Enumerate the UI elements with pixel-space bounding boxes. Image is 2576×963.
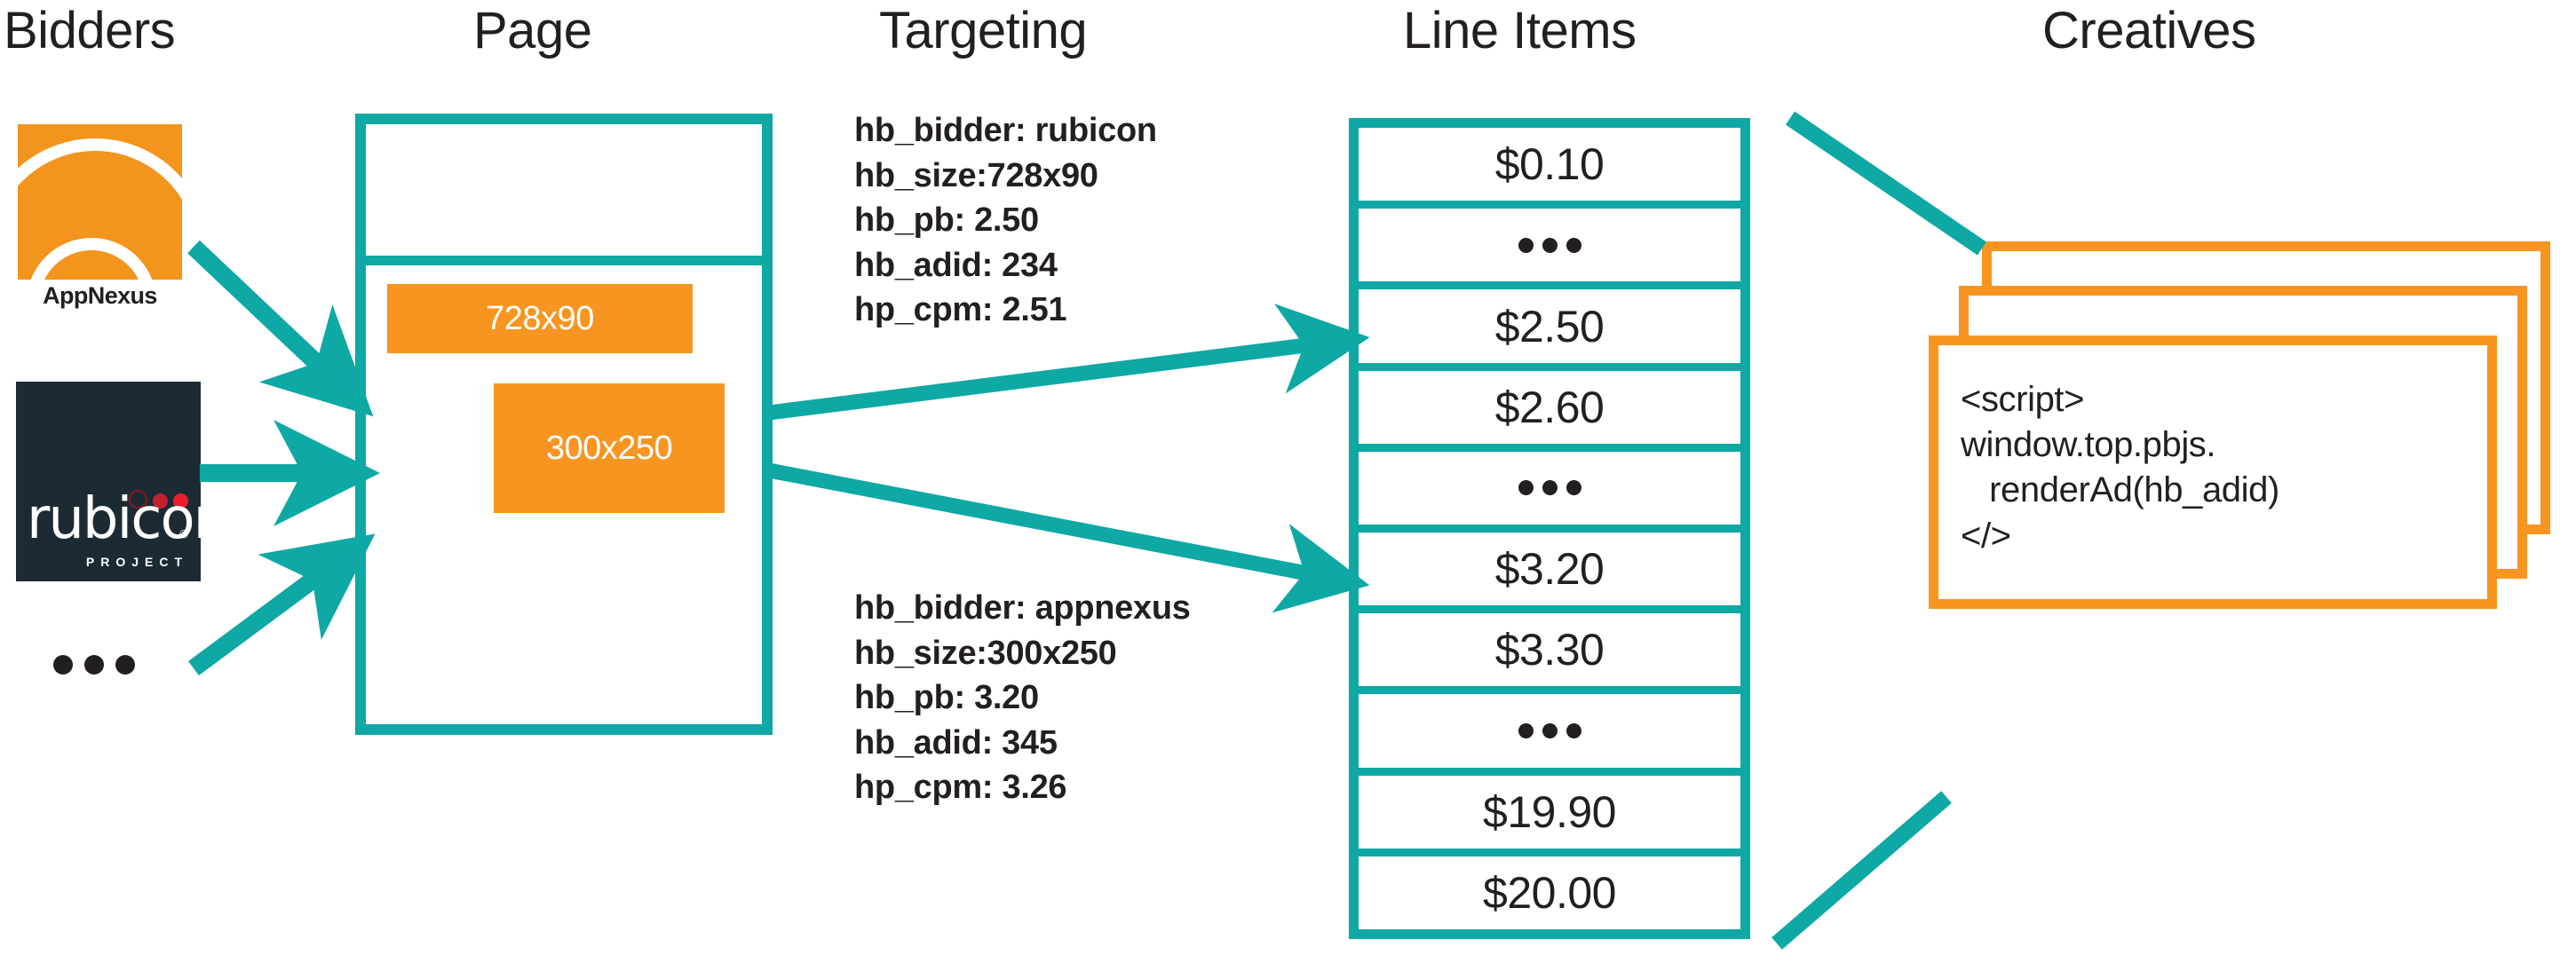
targeting-line-hb-bidder: hb_bidder: rubicon	[854, 112, 1157, 149]
line-item-row[interactable]: $2.60	[1359, 371, 1740, 452]
ad-slot-300x250[interactable]: 300x250	[494, 383, 725, 513]
appnexus-logo	[18, 124, 182, 280]
line-item-row-ellipsis	[1359, 452, 1740, 533]
rubicon-dots-icon	[123, 490, 188, 513]
creative-snippet-code: <script> window.top.pbjs. renderAd(hb_ad…	[1961, 380, 2279, 556]
arrow-page-to-line-item-320	[767, 462, 1370, 613]
line-item-row[interactable]: $19.90	[1359, 776, 1740, 856]
page-header-divider	[355, 256, 773, 265]
targeting-line-hb-size: hb_size:300x250	[854, 634, 1117, 672]
registered-mark-icon: ®	[179, 527, 188, 541]
targeting-line-hb-adid: hb_adid: 234	[854, 246, 1058, 284]
column-header-creatives: Creatives	[2042, 2, 2256, 59]
line-item-row[interactable]: $3.20	[1359, 533, 1740, 614]
targeting-line-hp-cpm: hp_cpm: 3.26	[854, 769, 1067, 807]
line-item-row-ellipsis	[1359, 694, 1740, 776]
targeting-block-rubicon: hb_bidder: rubicon hb_size:728x90 hb_pb:…	[854, 108, 1157, 333]
targeting-line-hp-cpm: hp_cpm: 2.51	[854, 291, 1067, 329]
creative-card-front[interactable]	[1929, 335, 2497, 609]
line-item-row-ellipsis	[1359, 209, 1740, 290]
arrow-other-bidders-to-page	[188, 533, 376, 676]
column-header-targeting: Targeting	[879, 2, 1088, 59]
targeting-line-hb-bidder: hb_bidder: appnexus	[854, 589, 1191, 627]
targeting-block-appnexus: hb_bidder: appnexus hb_size:300x250 hb_p…	[854, 586, 1191, 810]
arrow-appnexus-to-page	[187, 240, 374, 417]
rubicon-wordmark: rubicon	[27, 486, 201, 552]
connector-line-items-to-creatives-top	[1785, 111, 1987, 256]
connector-line-items-to-creatives-bottom	[1771, 791, 1952, 950]
rubicon-subtitle: PROJECT	[85, 555, 188, 569]
targeting-line-hb-pb: hb_pb: 3.20	[854, 679, 1039, 717]
line-item-row[interactable]: $2.50	[1359, 289, 1740, 371]
line-item-row[interactable]: $0.10	[1359, 128, 1740, 209]
rubicon-project-logo: rubicon ® PROJECT	[16, 382, 201, 581]
line-item-row[interactable]: $20.00	[1483, 867, 1616, 918]
column-header-page: Page	[473, 2, 592, 59]
targeting-line-hb-pb: hb_pb: 2.50	[854, 201, 1039, 240]
line-items-table: $0.10 $2.50 $2.60 $3.20 $3.30 $19.90 $20…	[1349, 118, 1750, 939]
ad-slot-728x90[interactable]: 728x90	[387, 284, 693, 353]
targeting-line-hb-adid: hb_adid: 345	[854, 723, 1058, 762]
line-item-row[interactable]: $3.30	[1359, 613, 1740, 695]
appnexus-wordmark: AppNexus	[43, 282, 157, 309]
column-header-bidders: Bidders	[4, 2, 176, 59]
bidders-more-ellipsis	[53, 655, 135, 675]
arrow-page-to-line-item-250	[767, 304, 1370, 421]
targeting-line-hb-size: hb_size:728x90	[854, 156, 1098, 194]
column-header-line-items: Line Items	[1403, 2, 1637, 59]
